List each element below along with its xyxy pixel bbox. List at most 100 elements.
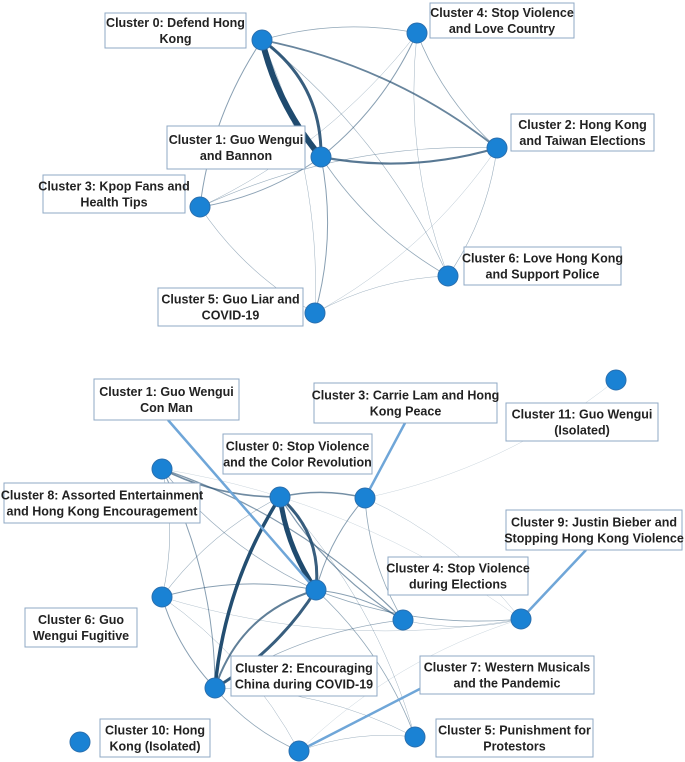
node-top-c1	[310, 146, 332, 168]
edge-bottom-c0-c4	[279, 496, 404, 621]
label-text-line: and Love Country	[449, 22, 555, 36]
node-bottom-c2	[204, 677, 226, 699]
label-text-line: Cluster 5: Punishment for	[438, 724, 591, 738]
edge-bottom-c1-c2	[213, 588, 318, 690]
label-text-line: during Elections	[409, 578, 507, 592]
label-text-line: Cluster 1: Guo Wengui	[169, 133, 304, 147]
label-text-line: Cluster 4: Stop Violence	[386, 562, 530, 576]
node-top-c5	[304, 302, 326, 324]
label-text-line: Protestors	[483, 740, 546, 754]
label-box	[510, 113, 655, 152]
edge-bottom-c3-c1	[315, 497, 366, 591]
edge-bottom-c0-c2	[213, 495, 282, 690]
edge-top-c1-c2	[319, 146, 499, 165]
edge-top-c0-c4	[261, 26, 418, 41]
node-bottom-c9	[510, 608, 532, 630]
label-box	[435, 718, 594, 758]
edge-top-c1-c4	[320, 32, 418, 158]
label-box	[387, 556, 529, 596]
label-text-line: (Isolated)	[554, 424, 610, 438]
edge-bottom-c3-c11	[364, 379, 617, 499]
edge-bottom-c1-c9	[315, 589, 522, 622]
label-text-line: Cluster 6: Guo	[38, 613, 124, 627]
label-text-line: and Bannon	[200, 149, 272, 163]
edge-top-c1-c6	[320, 156, 449, 277]
label-text-line: Cluster 11: Guo Wengui	[512, 408, 653, 422]
edge-bottom-c6-c2	[161, 596, 216, 689]
node-bottom-c3	[354, 487, 376, 509]
node-bottom-c7	[288, 740, 310, 762]
label-text-line: Wengui Fugitive	[33, 629, 129, 643]
label-text-line: Cluster 5: Guo Liar and	[161, 293, 299, 307]
label-text-line: Cluster 8: Assorted Entertainment	[1, 489, 204, 503]
edge-bottom-c2-c7	[214, 687, 300, 752]
label-box	[505, 402, 659, 442]
label-text-line: Health Tips	[80, 196, 147, 210]
node-bottom-c4	[392, 609, 414, 631]
label-text-line: Cluster 7: Western Musicals	[424, 661, 591, 675]
label-box	[419, 655, 595, 695]
edge-bottom-c8-c9	[161, 468, 522, 620]
edge-top-c0-c5	[261, 39, 316, 314]
node-bottom-c1	[305, 579, 327, 601]
edge-top-c1-c5	[314, 156, 329, 314]
edge-bottom-c0-c3	[279, 491, 366, 499]
edge-bottom-c0-c1	[277, 494, 319, 593]
edge-bottom-c8-c4	[161, 468, 404, 621]
edge-top-c2-c6	[447, 147, 498, 277]
label-box	[93, 378, 240, 421]
label-text-line: and Taiwan Elections	[519, 134, 645, 148]
label-text-line: Cluster 3: Carrie Lam and Hong	[312, 389, 500, 403]
label-bottom-c11: Cluster 11: Guo Wengui (Isolated)	[505, 402, 659, 442]
label-text-line: Cluster 0: Defend Hong	[106, 16, 245, 30]
label-box	[157, 287, 304, 327]
leader-line-bottom-c9	[520, 549, 587, 620]
label-box	[463, 246, 622, 286]
label-text-line: and the Pandemic	[454, 677, 561, 691]
edge-top-c5-c6	[314, 275, 449, 314]
label-text-line: Kong	[160, 32, 192, 46]
label-box	[230, 655, 378, 697]
label-text-line: Cluster 2: Encouraging	[235, 662, 373, 676]
leader-line-bottom-c1	[167, 419, 317, 591]
label-box	[313, 382, 498, 424]
label-text-line: China during COVID-19	[235, 678, 373, 692]
label-box	[505, 509, 683, 551]
node-bottom-c10	[69, 731, 91, 753]
edge-bottom-c0-c6	[161, 496, 281, 598]
edge-bottom-c6-c1	[161, 583, 317, 598]
node-bottom-c0	[269, 486, 291, 508]
node-bottom-c8	[151, 458, 173, 480]
label-text-line: Cluster 3: Kpop Fans and	[38, 180, 189, 194]
label-text-line: Cluster 10: Hong	[105, 724, 205, 738]
label-box	[99, 718, 211, 758]
edge-top-c0-c1	[259, 37, 324, 160]
node-bottom-c11	[605, 369, 627, 391]
node-bottom-c6	[151, 586, 173, 608]
node-top-c0	[251, 29, 273, 51]
label-text-line: Stopping Hong Kong Violence	[504, 532, 684, 546]
edges-layer	[161, 26, 617, 752]
edge-bottom-c3-c9	[364, 497, 522, 620]
edge-bottom-c6-c9	[161, 596, 522, 632]
label-box	[3, 482, 201, 524]
edge-top-c4-c6	[413, 32, 449, 277]
edge-top-c0-c2	[261, 39, 498, 149]
edge-top-c2-c3	[199, 147, 498, 208]
edge-bottom-c1-c2	[214, 589, 317, 689]
edge-top-c0-c1	[260, 38, 323, 159]
label-text-line: Cluster 9: Justin Bieber and	[511, 516, 677, 530]
label-bottom-c7: Cluster 7: Western Musicals and the Pande…	[419, 655, 595, 695]
